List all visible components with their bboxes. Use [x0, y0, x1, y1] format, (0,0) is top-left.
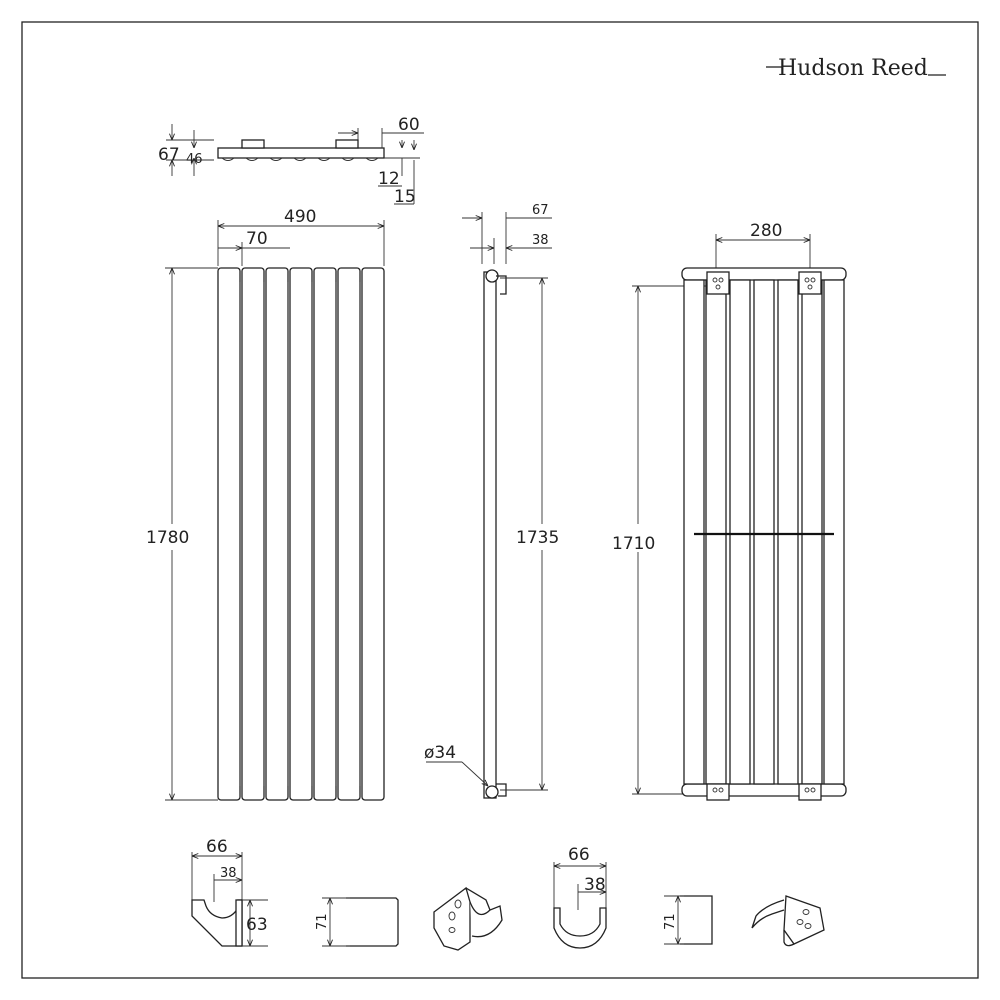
- front-view-column-label: 70: [246, 229, 268, 249]
- bracket-a-width-label: 66: [206, 837, 228, 857]
- bracket-b-plate-height-label: 71: [663, 913, 678, 930]
- rear-view-height-label: 1710: [612, 534, 655, 554]
- brand-logo: Hudson Reed: [766, 56, 946, 81]
- top-view-gap-b-label: 15: [394, 187, 416, 207]
- front-view: 490 70 1780: [146, 207, 385, 801]
- rear-view-tubes: [683, 279, 845, 785]
- side-view-height-label: 1735: [516, 528, 559, 548]
- top-view-bracket-offset-label: 60: [398, 115, 420, 135]
- bracket-b-plate-side: [680, 895, 713, 945]
- bracket-a-height-label: 63: [246, 915, 268, 935]
- top-view-depth-total-label: 67: [158, 145, 180, 165]
- bracket-b-isometric: [751, 895, 825, 947]
- bracket-a-inner-label: 38: [220, 866, 237, 881]
- rear-view-bracket-bottom-right: [798, 783, 822, 801]
- rear-view-bracket-top-left: [706, 271, 730, 295]
- side-view-pipe-diameter-label: ø34: [424, 743, 456, 763]
- side-view: 67 38 1735 ø34: [424, 203, 559, 799]
- bracket-a-profile: [191, 899, 243, 947]
- side-view-pipe-bottom: [485, 785, 499, 799]
- bracket-b-profile: [553, 907, 607, 949]
- bracket-b: 66 38 71: [553, 845, 825, 949]
- top-view-gap-a-label: 12: [378, 169, 400, 189]
- rear-view-bracket-spacing-label: 280: [750, 221, 782, 241]
- front-view-width-label: 490: [284, 207, 316, 227]
- front-view-height-label: 1780: [146, 528, 189, 548]
- bracket-a: 66 38 63 71: [191, 837, 503, 951]
- bracket-a-isometric: [433, 886, 503, 951]
- brand-name: Hudson Reed: [778, 56, 928, 81]
- front-view-panels: [217, 267, 385, 801]
- top-view-depth-panel-label: 46: [186, 152, 203, 167]
- top-view-bracket-right: [335, 139, 359, 149]
- top-view-bracket-left: [241, 139, 265, 149]
- side-view-depth-total-label: 67: [532, 203, 549, 218]
- bracket-b-width-label: 66: [568, 845, 590, 865]
- side-view-panel: [483, 271, 497, 799]
- bracket-b-inner-label: 38: [584, 875, 606, 895]
- rear-view-bracket-top-right: [798, 271, 822, 295]
- side-view-depth-panel-label: 38: [532, 233, 549, 248]
- rear-view: 280 1710: [612, 221, 847, 801]
- bracket-a-plate-height-label: 71: [315, 913, 330, 930]
- drawing-frame: [21, 21, 979, 979]
- top-view: 67 46 60 12 15: [158, 115, 424, 207]
- top-view-body: [217, 147, 385, 159]
- bracket-a-plate-side: [346, 897, 399, 947]
- rear-view-bracket-bottom-left: [706, 783, 730, 801]
